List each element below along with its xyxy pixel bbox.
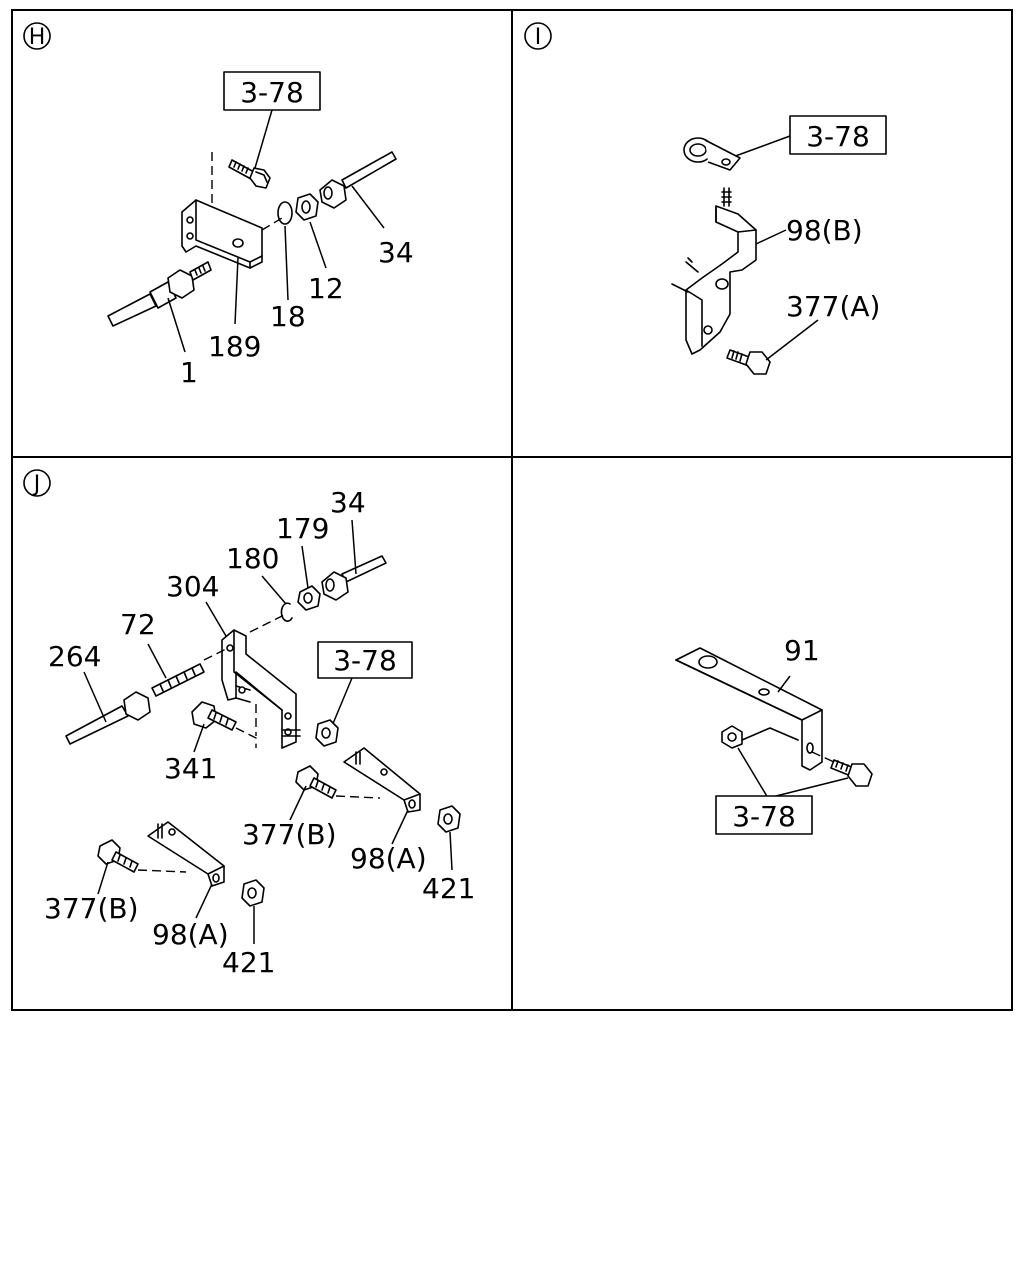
leader-line-j-72 bbox=[147, 643, 167, 679]
callout-k-91: 91 bbox=[784, 634, 820, 667]
leader-line-h-34 bbox=[351, 185, 385, 229]
callout-j-264: 264 bbox=[48, 640, 101, 673]
ref-box-h-label: 3-78 bbox=[240, 76, 304, 109]
bracket-98a-lower bbox=[147, 821, 225, 887]
section-k: 91 3-78 bbox=[675, 634, 873, 835]
callout-j-341: 341 bbox=[164, 752, 217, 785]
callout-h-18: 18 bbox=[270, 300, 306, 333]
leader-line-h-ref bbox=[254, 109, 273, 169]
leader-line-k-ref-b bbox=[767, 777, 849, 799]
callout-j-421-upper: 421 bbox=[422, 872, 475, 905]
pipe-34 bbox=[319, 151, 397, 209]
leader-line-j-341 bbox=[193, 723, 205, 753]
section-j: 3-78 bbox=[44, 486, 475, 979]
ref-box-i bbox=[789, 115, 887, 155]
leader-line-h-1 bbox=[167, 297, 186, 353]
section-marker-h-label: H bbox=[29, 25, 46, 50]
leader-line-j-98a-lower bbox=[195, 883, 213, 919]
callout-j-421-lower: 421 bbox=[222, 946, 275, 979]
bracket-91 bbox=[675, 647, 823, 771]
callout-h-34: 34 bbox=[378, 236, 414, 269]
bolt-377a bbox=[726, 349, 771, 375]
washer-18 bbox=[277, 201, 293, 225]
callout-h-189: 189 bbox=[208, 330, 261, 363]
section-i: 3-78 98(B) 377(A) bbox=[671, 115, 887, 375]
section-marker-i: I bbox=[524, 22, 552, 50]
leader-line-j-421-upper bbox=[449, 831, 453, 871]
ref-box-i-label: 3-78 bbox=[806, 120, 870, 153]
section-marker-j-label: J bbox=[32, 472, 41, 497]
fitting-72 bbox=[151, 663, 205, 697]
leader-line-j-34 bbox=[351, 519, 357, 575]
leader-line-k-91 bbox=[777, 675, 791, 693]
pipe-264 bbox=[65, 691, 151, 745]
callout-h-1: 1 bbox=[180, 356, 198, 389]
nut-421-lower bbox=[241, 879, 265, 907]
callout-j-304: 304 bbox=[166, 570, 219, 603]
link-line-k bbox=[741, 727, 799, 741]
section-marker-i-label: I bbox=[535, 25, 542, 50]
pipe-34-j bbox=[321, 555, 387, 601]
leader-line-h-189 bbox=[234, 257, 239, 325]
callout-i-377a: 377(A) bbox=[786, 290, 880, 323]
callout-h-12: 12 bbox=[308, 272, 344, 305]
callout-j-377b-upper: 377(B) bbox=[242, 818, 337, 851]
bracket-98a-upper bbox=[343, 747, 421, 813]
section-marker-h: H bbox=[23, 22, 51, 50]
callout-j-179: 179 bbox=[276, 512, 329, 545]
section-marker-j: J bbox=[23, 469, 51, 497]
nut-k bbox=[721, 725, 743, 749]
leader-line-j-264 bbox=[83, 671, 107, 723]
pipe-1 bbox=[107, 261, 212, 327]
bolt-k bbox=[811, 751, 873, 787]
diagram-frame bbox=[11, 9, 1013, 1011]
nut-179 bbox=[297, 585, 321, 611]
bracket-98b bbox=[671, 205, 757, 355]
callout-i-98b: 98(B) bbox=[786, 214, 863, 247]
callout-j-98a-upper: 98(A) bbox=[350, 842, 427, 875]
nut-12 bbox=[295, 193, 319, 221]
leader-line-j-304 bbox=[205, 601, 227, 637]
leader-line-j-377b-lower bbox=[97, 861, 109, 895]
callout-j-34: 34 bbox=[330, 486, 366, 519]
ref-box-j bbox=[317, 641, 413, 679]
bolt-341 bbox=[191, 701, 237, 731]
leader-line-i-98b bbox=[755, 229, 787, 245]
section-h: 3-78 bbox=[107, 71, 414, 389]
ring-180 bbox=[280, 602, 293, 622]
bolt-h bbox=[228, 159, 271, 189]
leader-line-k-ref-a bbox=[737, 747, 769, 799]
bolt-377b-lower bbox=[97, 839, 139, 873]
ref-box-k bbox=[715, 795, 813, 835]
callout-j-180: 180 bbox=[226, 542, 279, 575]
nut-j bbox=[315, 719, 339, 747]
bracket-189 bbox=[181, 199, 263, 269]
ref-box-j-label: 3-78 bbox=[333, 644, 397, 677]
bolt-377b-upper bbox=[295, 765, 337, 799]
callout-j-377b-lower: 377(B) bbox=[44, 892, 139, 925]
leader-line-j-ref bbox=[331, 677, 353, 727]
pipe-clip bbox=[683, 137, 741, 171]
callout-j-72: 72 bbox=[120, 608, 156, 641]
leader-line-j-179 bbox=[301, 545, 309, 589]
bracket-304 bbox=[221, 629, 297, 749]
callout-j-98a-lower: 98(A) bbox=[152, 918, 229, 951]
leader-line-j-377b-upper bbox=[289, 785, 307, 821]
leader-line-j-98a-upper bbox=[391, 809, 409, 845]
leader-line-i-ref bbox=[729, 135, 791, 159]
stud-i bbox=[721, 187, 732, 207]
stud-j bbox=[281, 729, 301, 737]
leader-line-i-377a bbox=[765, 319, 819, 361]
leader-line-h-18 bbox=[284, 225, 289, 301]
leader-line-j-180 bbox=[261, 575, 287, 605]
nut-421-upper bbox=[437, 805, 461, 833]
leader-line-h-12 bbox=[309, 221, 327, 269]
ref-box-k-label: 3-78 bbox=[732, 800, 796, 833]
